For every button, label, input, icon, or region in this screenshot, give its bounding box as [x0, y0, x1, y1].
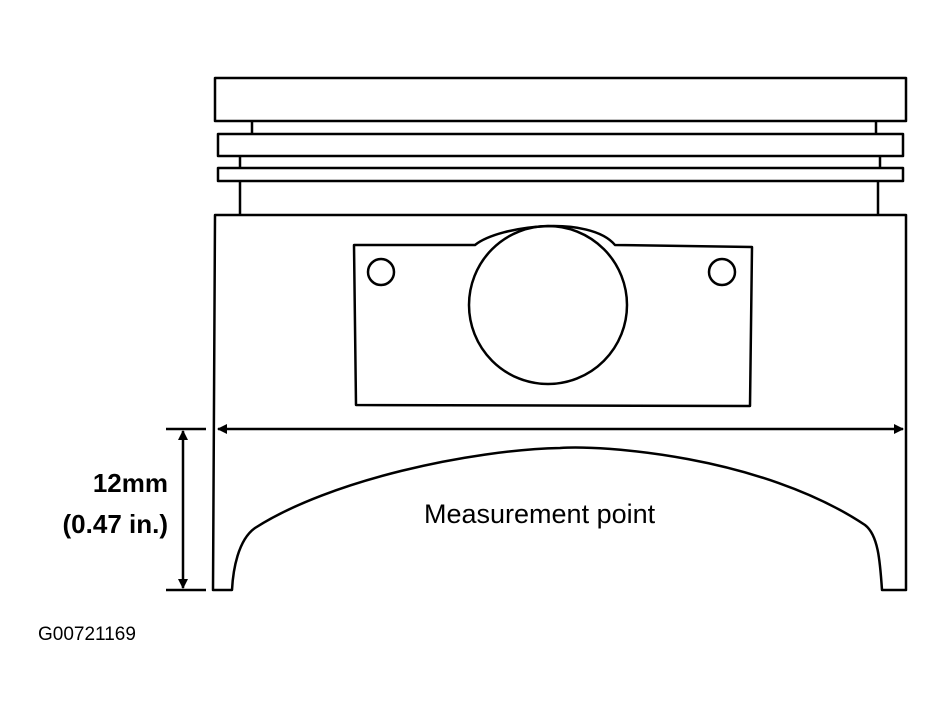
pin-boss — [352, 224, 754, 408]
measurement-point-label: Measurement point — [424, 499, 656, 529]
piston-crown — [213, 76, 908, 123]
dimension-label-mm: 12mm — [93, 468, 168, 498]
piston-skirt — [211, 213, 908, 592]
bolt-hole-left — [366, 257, 396, 287]
piston-pin — [467, 224, 629, 386]
dimension-label-in: (0.47 in.) — [63, 509, 168, 539]
figure-code: G00721169 — [38, 624, 136, 645]
ring-land-2 — [216, 166, 905, 183]
ring-land-1 — [216, 132, 905, 158]
bolt-hole-right — [707, 257, 737, 287]
